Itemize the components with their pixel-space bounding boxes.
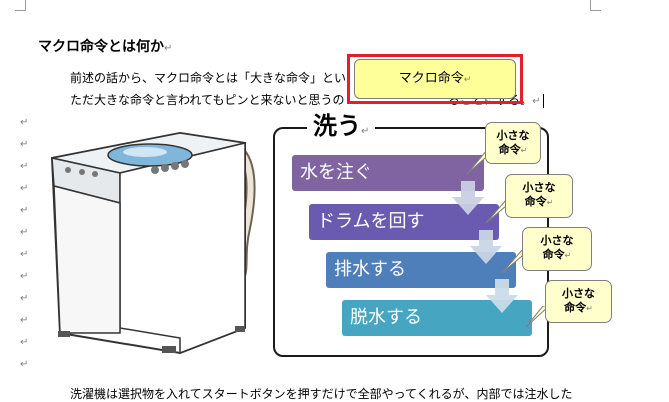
paragraph-mark: ↵ [20, 205, 29, 216]
paragraph-mark: ↵ [20, 315, 29, 326]
diagram-title: 洗う↵ [307, 112, 376, 146]
washing-machine-illustration [50, 131, 256, 355]
paragraph-mark: ↵ [20, 337, 29, 348]
paragraph-mark: ↵ [20, 227, 29, 238]
down-arrow-icon [486, 279, 518, 313]
paragraph-mark: ↵ [20, 117, 29, 128]
paragraph-mark: ↵ [20, 271, 29, 282]
text-cursor [542, 93, 544, 108]
paragraph-mark: ↵ [20, 161, 29, 172]
bottom-paragraph-line: 洗濯機は選択物を入れてスタートボタンを押すだけで全部やってくれるが、内部では注水… [70, 387, 573, 401]
paragraph-line-2: ただ大きな命令と言われてもピンと来ないと思うの [70, 93, 345, 107]
paragraph-mark: ↵ [164, 43, 173, 54]
page-corner-top-right [590, 0, 601, 11]
paragraph-mark: ↵ [20, 139, 29, 150]
section-heading: マクロ命令とは何か↵ [38, 39, 173, 55]
paragraph-line-1: 前述の話から、マクロ命令とは「大きな命令」とい [70, 71, 347, 85]
small-command-callout[interactable]: 小さな命令↵ [485, 122, 541, 164]
paragraph-mark: ↵ [20, 183, 29, 194]
down-arrow-icon [470, 230, 502, 264]
step-pour-water[interactable]: 水を注ぐ [292, 155, 484, 191]
macro-command-box[interactable]: マクロ命令↵ [354, 59, 516, 99]
paragraph-mark: ↵ [20, 249, 29, 260]
page-corner-top-left [15, 0, 26, 11]
down-arrow-icon [452, 181, 484, 215]
paragraph-mark: ↵ [20, 359, 29, 370]
small-command-callout[interactable]: 小さな命令↵ [522, 227, 592, 271]
small-command-callout[interactable]: 小さな命令↵ [505, 174, 573, 218]
small-command-callout[interactable]: 小さな命令↵ [545, 280, 612, 323]
macro-command-highlight[interactable] [347, 54, 523, 104]
paragraph-mark: ↵ [20, 293, 29, 304]
